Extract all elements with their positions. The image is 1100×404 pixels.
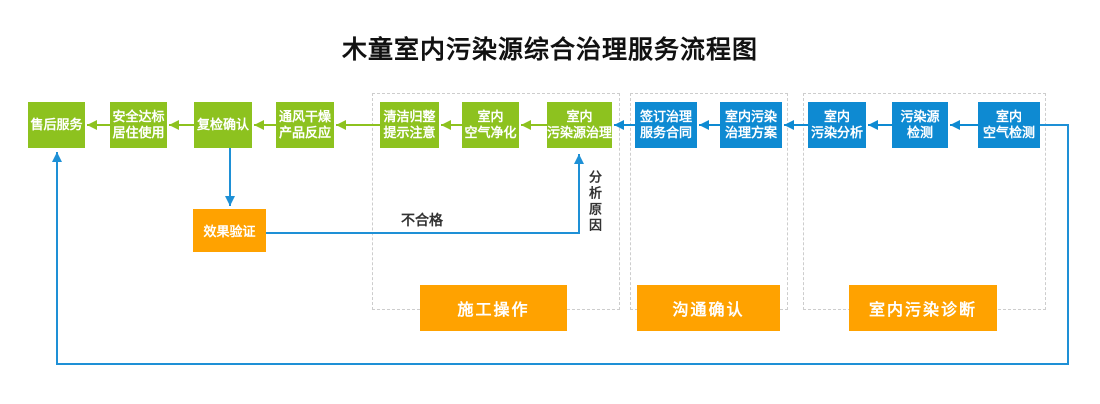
group-label-construction-operation: 施工操作	[420, 285, 567, 331]
flow-node-cleanup-reminder: 清洁归整 提示注意	[380, 102, 439, 148]
page-title: 木童室内污染源综合治理服务流程图	[341, 36, 758, 64]
flow-node-pollution-analysis: 室内 污染分析	[808, 102, 866, 148]
flow-node-after-sales-service: 售后服务	[28, 102, 85, 148]
node-label: 签订治理 服务合同	[639, 109, 692, 140]
node-label: 污染源 检测	[900, 109, 940, 140]
node-label: 室内 空气净化	[464, 109, 517, 140]
node-label: 通风干燥 产品反应	[278, 109, 331, 140]
node-label: 效果验证	[203, 224, 256, 239]
flow-node-pollution-source-detection: 污染源 检测	[892, 102, 948, 148]
flow-node-air-purification: 室内 空气净化	[462, 102, 519, 148]
node-label: 安全达标 居住使用	[112, 109, 165, 140]
flow-node-ventilation-drying: 通风干燥 产品反应	[276, 102, 334, 148]
node-label: 复检确认	[196, 117, 249, 132]
flow-node-pollution-source-treatment: 室内 污染源治理	[547, 102, 612, 148]
edge-label-unqualified: 不合格	[401, 212, 443, 228]
flow-node-safety-compliance: 安全达标 居住使用	[110, 102, 167, 148]
flow-node-treatment-plan: 室内污染 治理方案	[720, 102, 782, 148]
group-label-indoor-pollution-diagnosis: 室内污染诊断	[849, 285, 997, 331]
flow-node-recheck-confirm: 复检确认	[194, 102, 252, 148]
node-label: 清洁归整 提示注意	[383, 109, 436, 140]
node-label: 室内 空气检测	[982, 109, 1035, 140]
node-label: 室内污染 治理方案	[724, 109, 777, 140]
node-label: 室内 污染分析	[810, 109, 863, 140]
arrow-verification-fail-loop	[266, 154, 584, 234]
arrow-airdetect-to-aftersales-loop	[52, 124, 1069, 365]
flow-node-indoor-air-detection: 室内 空气检测	[978, 102, 1040, 148]
flow-node-effect-verification: 效果验证	[193, 209, 266, 252]
group-label-communication-confirm: 沟通确认	[637, 285, 780, 331]
flow-node-sign-service-contract: 签订治理 服务合同	[635, 102, 697, 148]
edge-label-analyze-cause: 分析原因	[587, 170, 602, 234]
node-label: 售后服务	[30, 117, 83, 132]
node-label: 室内 污染源治理	[547, 109, 613, 140]
